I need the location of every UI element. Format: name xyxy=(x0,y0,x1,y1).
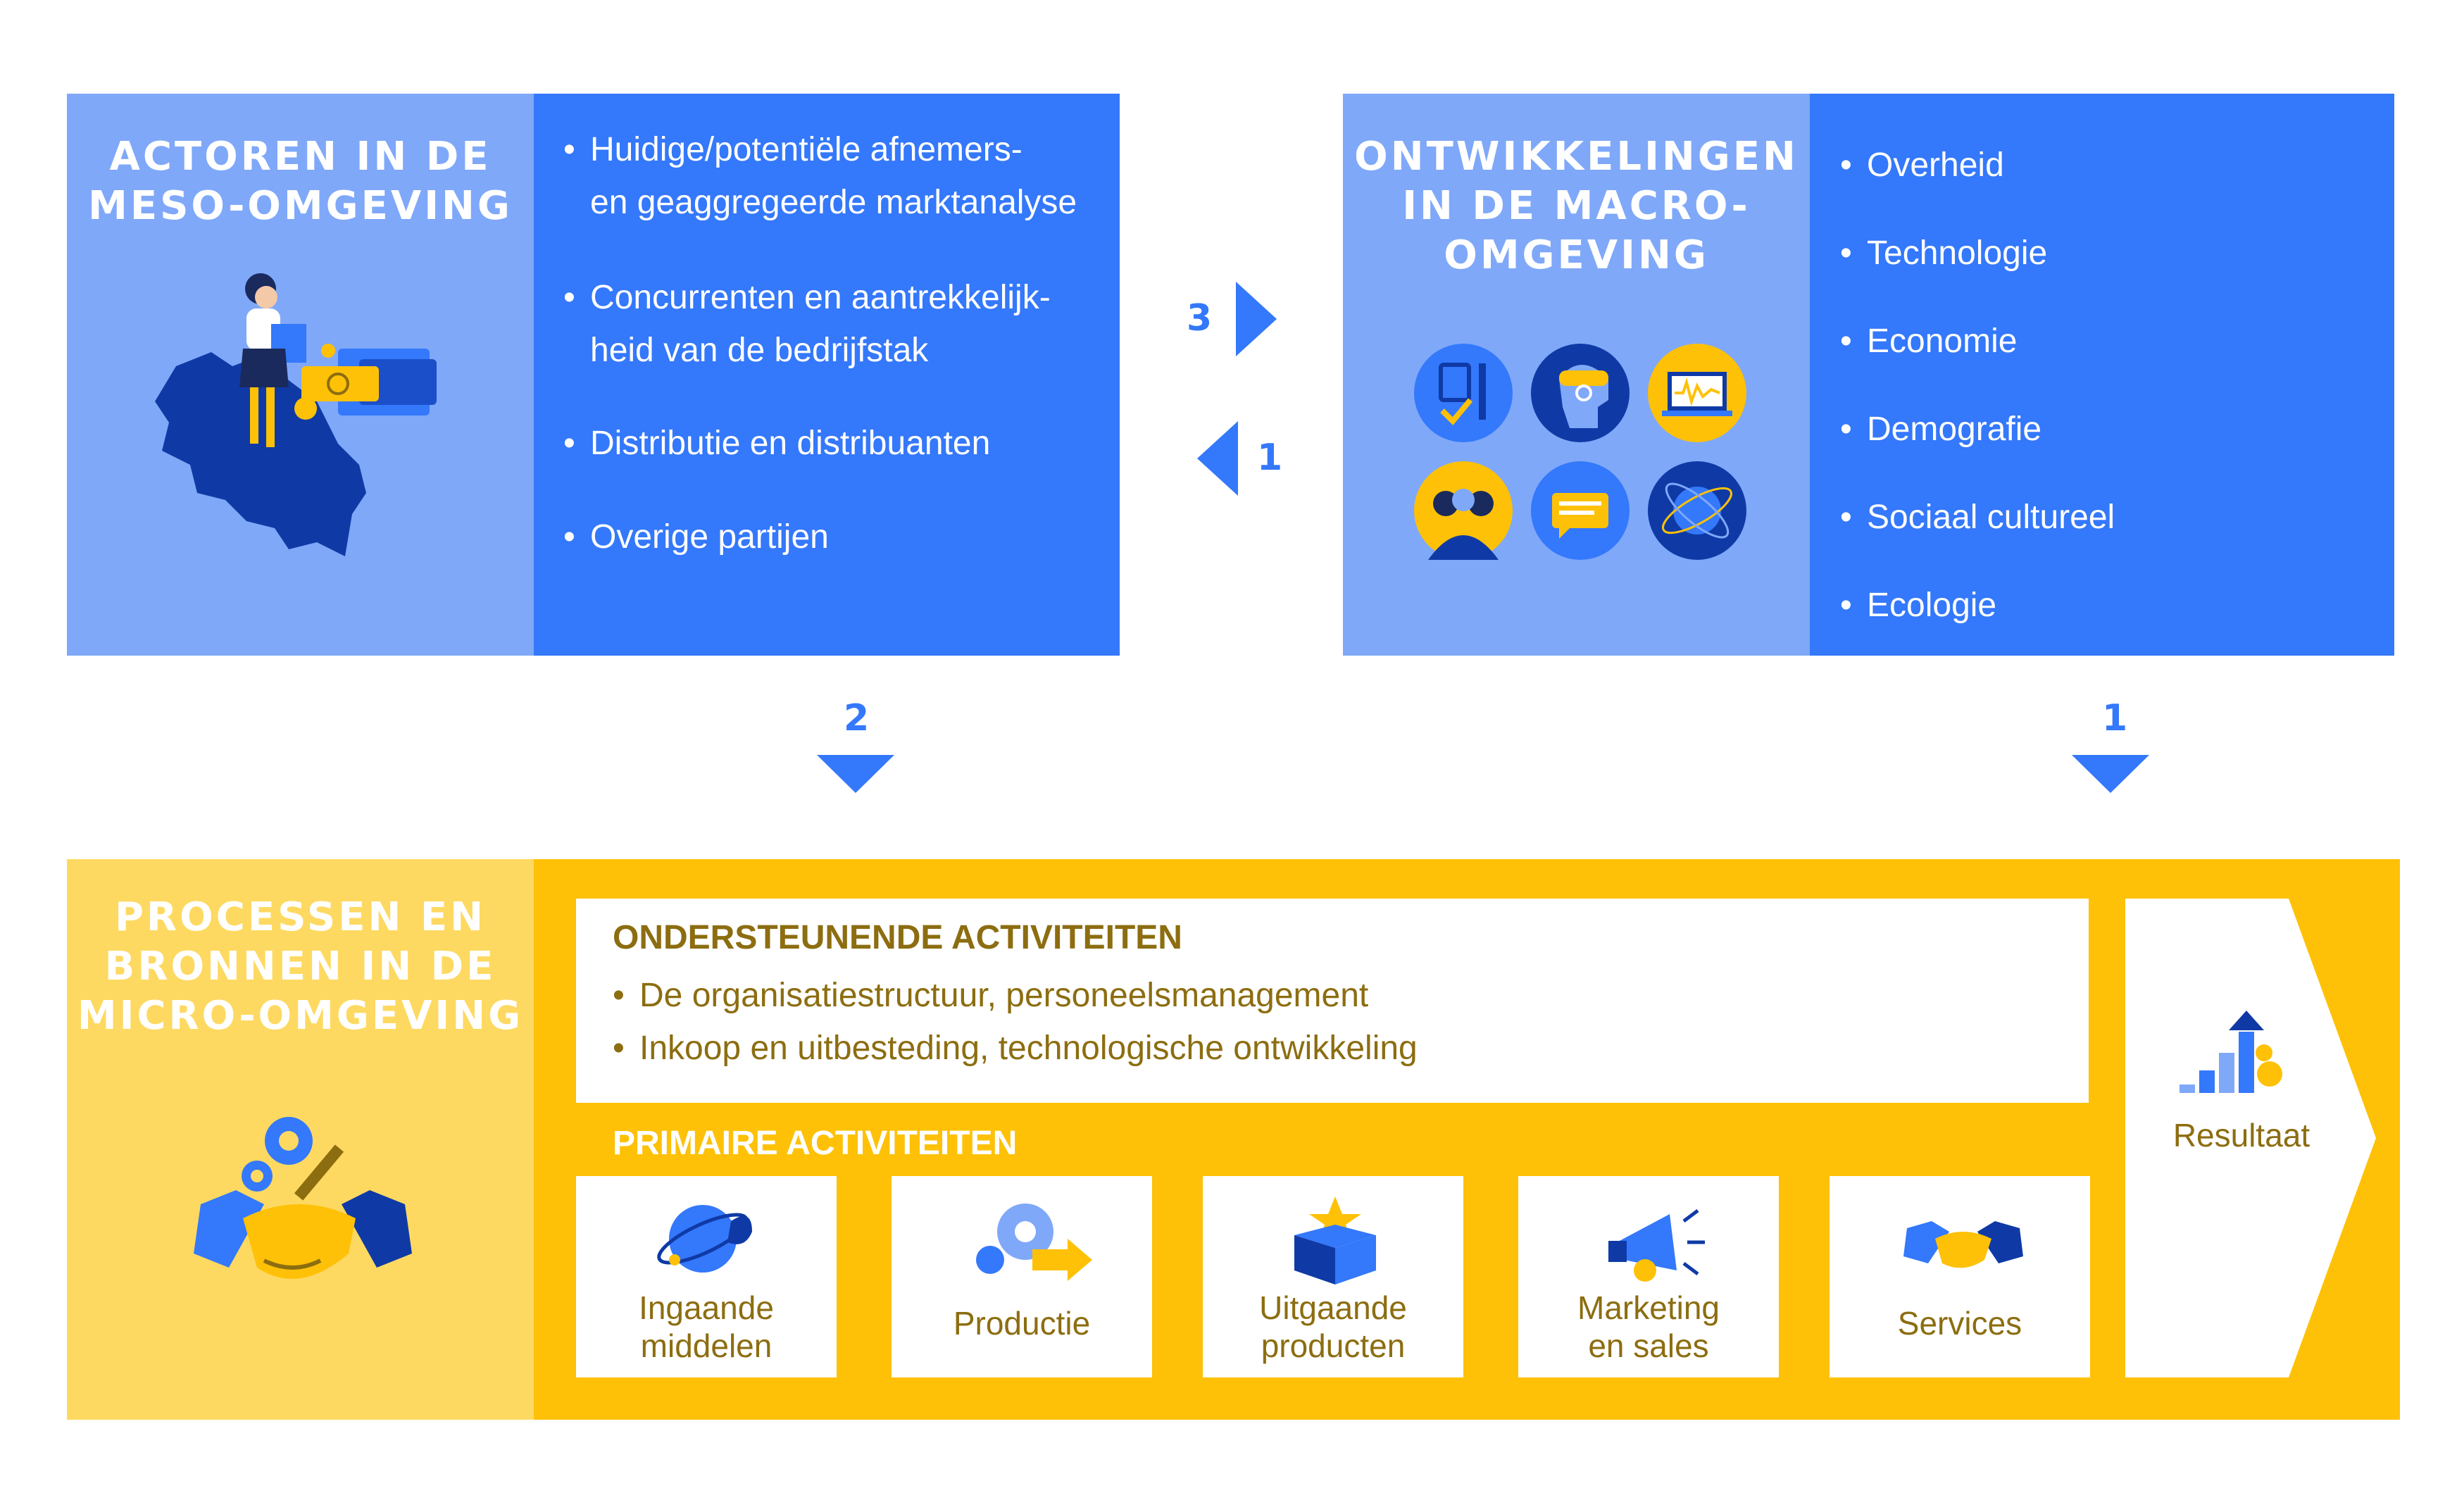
globe-orbit-icon xyxy=(1648,461,1746,560)
growth-bars-icon xyxy=(2180,1011,2282,1093)
micro-title-line2: BRONNEN IN DE xyxy=(104,944,496,989)
macro-item: Economie xyxy=(1840,297,2375,385)
primary-activity-label: Services xyxy=(1897,1305,2022,1342)
macro-item: Ecologie xyxy=(1840,561,2375,649)
laptop-chart-icon xyxy=(1648,344,1746,442)
globe-leaf-icon xyxy=(657,1205,752,1273)
support-title: ONDERSTEUNENDE ACTIVITEITEN xyxy=(613,919,1182,956)
meso-title-panel xyxy=(67,94,534,656)
support-items-list: •De organisatiestructuur, personeelsmana… xyxy=(613,969,1418,1075)
handshake-icon xyxy=(1903,1221,2023,1268)
arrow-right-number: 3 xyxy=(1187,297,1213,339)
checklist-icon xyxy=(1414,344,1513,442)
meso-title-line2: MESO-OMGEVING xyxy=(88,183,513,229)
meso-item: Concurrenten en aantrekkelijk-heid van d… xyxy=(563,271,1099,377)
arrow-down-left-number: 2 xyxy=(844,697,870,739)
result-label: Resultaat xyxy=(2172,1117,2310,1154)
arrow-right-icon xyxy=(1236,282,1277,356)
macro-title: ONTWIKKELINGEN IN DE MACRO- OMGEVING xyxy=(1343,132,1810,280)
macro-items-list: Overheid Technologie Economie Demografie… xyxy=(1840,121,2375,649)
meso-title-line1: ACTOREN IN DE xyxy=(109,134,492,180)
macro-item: Technologie xyxy=(1840,209,2375,297)
gears-arrow-icon xyxy=(976,1204,1092,1281)
box-star-icon xyxy=(1294,1196,1376,1285)
micro-title-line3: MICRO-OMGEVING xyxy=(77,993,524,1039)
macro-item: Demografie xyxy=(1840,385,2375,473)
support-item: •De organisatiestructuur, personeelsmana… xyxy=(613,977,1369,1014)
arrow-down-right-icon xyxy=(2072,755,2149,793)
meso-items-list: Huidige/potentiële afnemers-en geaggrege… xyxy=(563,123,1099,563)
macro-title-line2: IN DE MACRO- xyxy=(1402,183,1751,229)
megaphone-icon xyxy=(1608,1209,1705,1282)
meso-item: Huidige/potentiële afnemers-en geaggrege… xyxy=(563,123,1099,229)
macro-title-line1: ONTWIKKELINGEN xyxy=(1354,134,1799,180)
macro-item: Overheid xyxy=(1840,121,2375,209)
macro-item: Sociaal cultureel xyxy=(1840,473,2375,561)
meso-title: ACTOREN IN DE MESO-OMGEVING xyxy=(67,132,534,231)
handshake-gear-wrench-icon xyxy=(194,1117,412,1279)
micro-title-line1: PROCESSEN EN xyxy=(114,894,486,940)
arrow-down-left-icon xyxy=(817,755,894,793)
micro-title: PROCESSEN EN BRONNEN IN DE MICRO-OMGEVIN… xyxy=(67,893,534,1041)
result-chevron xyxy=(2125,899,2376,1377)
primary-activity-services: Services xyxy=(1830,1176,2090,1377)
support-activities-box: ONDERSTEUNENDE ACTIVITEITEN •De organisa… xyxy=(576,899,2089,1103)
people-group-icon xyxy=(1414,461,1513,560)
arrow-down-right-number: 1 xyxy=(2102,697,2128,739)
arrow-left-number: 1 xyxy=(1257,437,1283,479)
meso-item: Overige partijen xyxy=(563,511,1099,563)
chat-message-icon xyxy=(1531,461,1630,560)
primary-activity-label: Productie xyxy=(953,1305,1091,1342)
head-gear-icon xyxy=(1531,344,1630,442)
macro-title-line3: OMGEVING xyxy=(1444,232,1709,278)
meso-item: Distributie en distribuanten xyxy=(563,417,1099,470)
support-item: •Inkoop en uitbesteding, technologische … xyxy=(613,1030,1418,1067)
woman-map-wallet-icon xyxy=(155,273,437,556)
primary-title: PRIMAIRE ACTIVITEITEN xyxy=(613,1125,1018,1162)
arrow-left-icon xyxy=(1197,421,1238,496)
primary-activity-productie: Productie xyxy=(892,1176,1152,1377)
